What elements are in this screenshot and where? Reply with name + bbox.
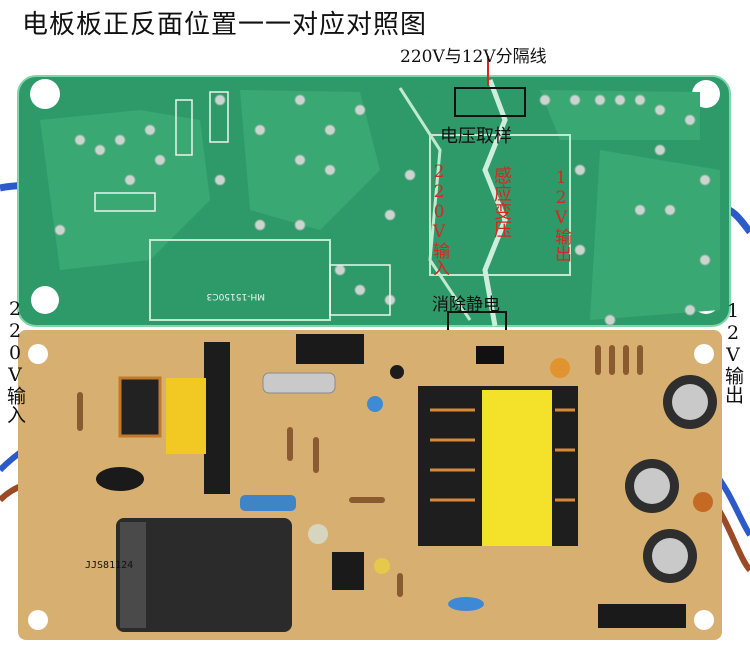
- common-mode-choke: [118, 376, 162, 438]
- x-capacitor: [166, 378, 206, 454]
- board-code: JJS81124: [85, 560, 133, 571]
- output-inductor: [693, 492, 713, 512]
- control-ic: [332, 552, 364, 590]
- top-part-code: MH-15150C3: [207, 291, 265, 301]
- green-board: MH-15150C3: [17, 75, 731, 333]
- optocoupler: [476, 346, 504, 364]
- transformer-core: [482, 390, 552, 546]
- input-220v-inside-label: 220V输入: [429, 162, 449, 276]
- thermistor: [96, 467, 144, 491]
- blue-resistor: [240, 495, 296, 511]
- y-capacitor: [448, 597, 484, 611]
- induction-transformer-label: 感应变压: [491, 166, 512, 238]
- tan-board: JJS81124: [18, 330, 722, 640]
- power-resistor: [262, 372, 336, 394]
- bulk-capacitor: [116, 518, 292, 632]
- output-diode: [598, 604, 686, 628]
- sampling-marker-box: [454, 87, 526, 117]
- heatsink-top: [296, 334, 364, 364]
- voltage-sampling-label: 电压取样: [440, 126, 512, 147]
- output-12v-outer-label: 12V输出: [722, 300, 744, 404]
- static-elimination-label: 消除静电: [432, 295, 500, 315]
- input-220v-outer-label: 220V输入: [4, 298, 26, 424]
- heatsink-left: [204, 342, 230, 494]
- isolation-line-label: 220V与12V分隔线: [400, 47, 547, 67]
- output-12v-inside-label: 12V输出: [551, 168, 571, 262]
- page-title: 电板板正反面位置一一对应对照图: [22, 10, 428, 40]
